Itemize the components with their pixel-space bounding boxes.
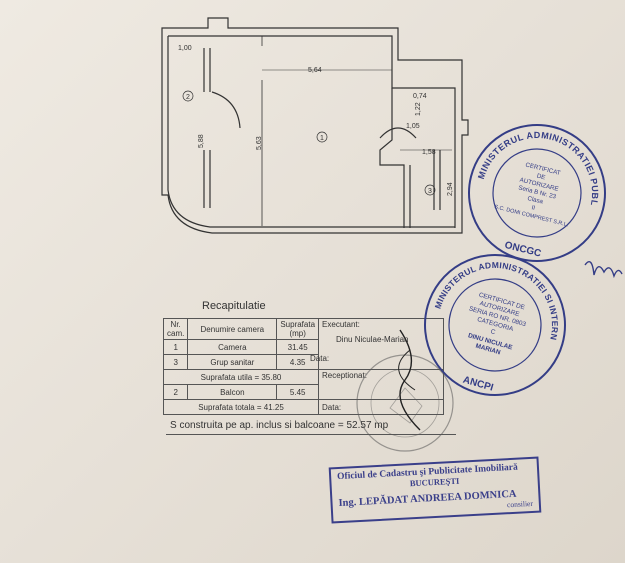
room-label: 1	[320, 135, 324, 142]
total-area: Suprafata totala = 41.25	[162, 399, 320, 415]
data-label: Data:	[322, 402, 342, 412]
dimension-label: 1,58	[422, 149, 436, 156]
built-area-line: S construita pe ap. inclus si balcoane =…	[170, 420, 389, 431]
oncgc-line: DE	[536, 173, 546, 182]
table-cell: Grup sanitar	[187, 354, 278, 370]
oncgc-stamp: MINISTERUL ADMINISTRATIEI PUBLICE ONCGC …	[462, 118, 612, 262]
dimension-label: 5,88	[198, 134, 205, 148]
receptionat-label: Receptionat:	[322, 371, 367, 380]
underline	[166, 434, 456, 435]
ancpi-bottom: ANCPI	[462, 375, 495, 394]
dimension-label: 5,63	[256, 136, 263, 150]
dimension-label: 0,74	[413, 93, 427, 100]
table-cell: 5.45	[276, 384, 320, 400]
dimension-label: 1,22	[415, 102, 422, 116]
recap-title: Recapitulatie	[202, 300, 266, 312]
dimension-label: 2,94	[447, 182, 454, 196]
header-area: Suprafata (mp)	[276, 318, 320, 340]
table-cell: 2	[162, 384, 189, 400]
room-label: 2	[186, 94, 190, 101]
data-cell: Data:	[318, 399, 445, 415]
table-cell: 31.45	[276, 339, 320, 355]
dimension-label: 1,00	[178, 45, 192, 52]
data-label-executant: Data:	[310, 354, 330, 363]
oncgc-line: II	[531, 204, 536, 212]
table-cell: 3	[162, 354, 189, 370]
table-cell: Balcon	[187, 384, 278, 400]
room-label: 3	[428, 188, 432, 195]
dimension-label: 1,05	[406, 123, 420, 130]
ocpi-stamp: Oficiul de Cadastru şi Publicitate Imobi…	[328, 456, 542, 524]
oncgc-line: Clasa	[527, 195, 545, 206]
signature-icon	[398, 329, 421, 431]
ancpi-stamp: MINISTERUL ADMINISTRATIEI SI INTERNELOR …	[420, 250, 570, 396]
executant-label: Executant:	[322, 320, 360, 329]
table-cell: 1	[162, 339, 189, 355]
header-name: Denumire camera	[187, 318, 278, 340]
util-area: Suprafata utila = 35.80	[162, 369, 320, 385]
executant-name: Dinu Niculae-Marian	[336, 335, 409, 344]
dimension-label: 5,64	[308, 67, 322, 74]
receptionat-cell: Receptionat:	[318, 369, 445, 400]
ancpi-line: C	[490, 328, 497, 336]
header-nr: Nr. cam.	[162, 318, 189, 340]
recap-table: Nr. cam. Denumire camera Suprafata (mp) …	[162, 318, 445, 415]
signature-icon	[584, 261, 623, 279]
table-cell: Camera	[187, 339, 278, 355]
